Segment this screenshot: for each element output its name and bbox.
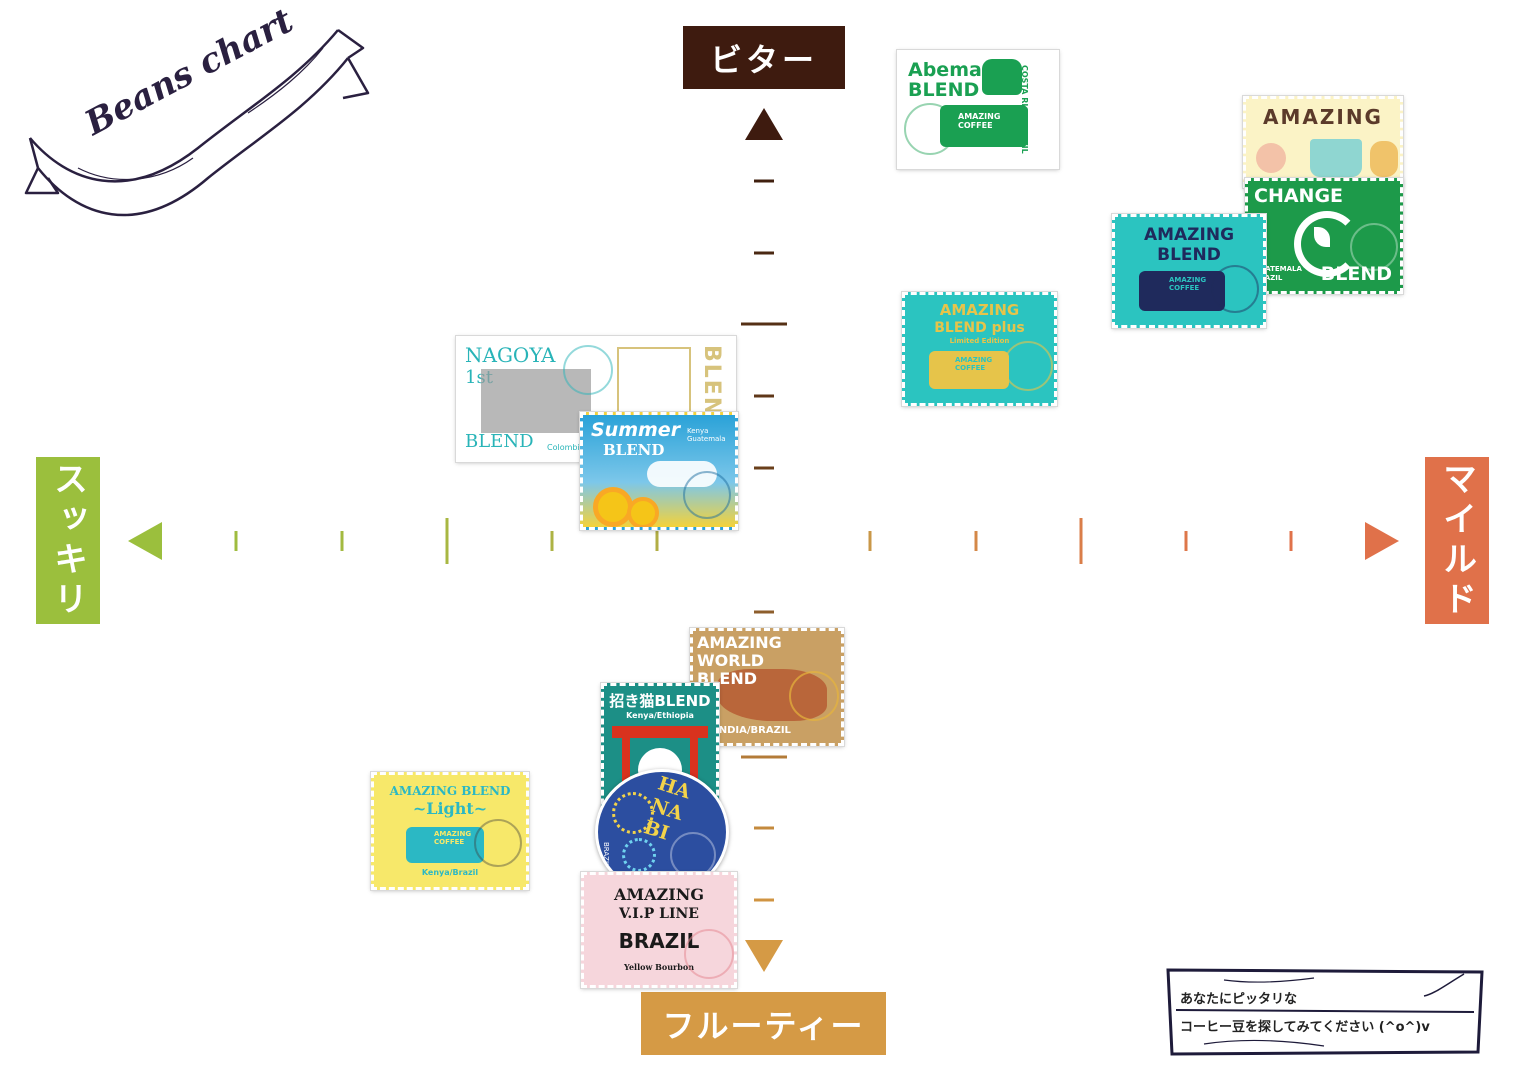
stamp-maneki-title: 招き猫BLEND — [609, 692, 711, 710]
torii-pillar-icon — [690, 736, 698, 786]
dog-icon — [982, 59, 1022, 95]
stamp-plus-title1: AMAZING — [939, 301, 1020, 319]
postmark-icon — [904, 103, 956, 155]
stamp-vip-origin: Yellow Bourbon — [623, 962, 695, 972]
stamp-light-title1: AMAZING BLEND — [389, 784, 511, 798]
axis-label-clean: スッキリ — [36, 457, 100, 624]
stamp-change-blend[interactable]: CHANGE GUATEMALA BRAZIL BLEND — [1244, 177, 1404, 295]
postmark-icon — [1003, 341, 1053, 391]
stamp-amazing-blend[interactable]: AMAZING BLEND AMAZING COFFEE — [1111, 213, 1267, 329]
note-line-1: あなたにピッタリな — [1180, 992, 1298, 1007]
postmark-icon — [1211, 265, 1259, 313]
mug-icon — [1310, 139, 1362, 177]
stamp-amazing-vip-line[interactable]: AMAZING V.I.P LINE BRAZIL Yellow Bourbon — [580, 871, 738, 989]
stamp-world-title2: WORLD — [697, 651, 765, 670]
postmark-icon — [1350, 223, 1398, 271]
stamp-change-origin2: BRAZIL — [1254, 274, 1283, 282]
stamp-summer-title2: BLEND — [603, 441, 665, 459]
hand-icon — [1370, 141, 1398, 177]
stamp-maneki-origin: Kenya/Ethiopia — [626, 711, 694, 720]
stamp-abema-title1: Abema — [908, 59, 982, 81]
stamp-world-title1: AMAZING — [697, 633, 782, 652]
stamp-nagoya-side: BLEN — [699, 345, 724, 418]
stamp-hanabi-origin: BRAZIL — [602, 842, 610, 867]
stamp-world-origin: INDIA/BRAZIL — [715, 725, 791, 736]
axis-label-fruity: フルーティー — [641, 992, 886, 1055]
stamp-change-title1: CHANGE — [1254, 185, 1344, 207]
up-arrow-icon — [745, 108, 783, 140]
stamp-light-title2: ~Light~ — [412, 799, 488, 818]
axis-label-fruity-text: フルーティー — [662, 1006, 865, 1045]
axis-label-clean-text: スッキリ — [47, 460, 88, 621]
truck-icon — [406, 827, 484, 863]
stamp-amazing-blend-title2: BLEND — [1157, 245, 1221, 265]
stamp-plus-title2: BLEND plus — [934, 320, 1025, 336]
truck-icon — [929, 351, 1009, 389]
stamp-nagoya-title1: NAGOYA — [465, 343, 556, 367]
postmark-icon — [789, 671, 839, 721]
stamp-nagoya-title3: BLEND — [465, 431, 534, 452]
stamp-abema-origin: COSTA RICA/BRAZIL — [1020, 65, 1029, 154]
down-arrow-icon — [745, 940, 783, 972]
note-line-2: コーヒー豆を探してみてください (^o^)v — [1180, 1020, 1430, 1035]
stamp-abema-title2: BLEND — [908, 79, 980, 101]
stamp-amazing-top[interactable]: AMAZING — [1242, 95, 1404, 189]
sunflower-icon — [627, 497, 659, 527]
stamp-summer-title1: Summer — [591, 419, 681, 441]
firework-icon — [612, 792, 654, 834]
postmark-icon — [563, 345, 613, 395]
stamp-summer-blend[interactable]: Summer BLEND Kenya Guatemala — [579, 411, 739, 531]
postmark-icon — [683, 471, 731, 519]
recycle-arrow-icon — [1294, 211, 1360, 277]
axis-label-bitter-text: ビター — [709, 40, 818, 79]
stamp-amazing-blend-plus[interactable]: AMAZING BLEND plus Limited Edition AMAZI… — [901, 291, 1058, 407]
horizontal-ticks — [234, 518, 1293, 564]
stamp-vip-title1: AMAZING — [614, 885, 704, 904]
stamp-light-origin: Kenya/Brazil — [421, 868, 479, 877]
stamp-abema-blend[interactable]: Abema BLEND AMAZING COFFEE COSTA RICA/BR… — [896, 49, 1060, 170]
stamp-amazing-blend-logo: AMAZING COFFEE — [1169, 276, 1207, 292]
stamp-amazing-blend-title1: AMAZING — [1143, 225, 1235, 245]
right-arrow-icon — [1365, 522, 1399, 560]
postmark-icon — [684, 929, 734, 979]
left-arrow-icon — [128, 522, 162, 560]
ribbon-icon — [24, 28, 370, 217]
axis-label-mild-text: マイルド — [1436, 460, 1477, 621]
note-board: あなたにピッタリな コーヒー豆を探してみてください (^o^)v — [1164, 966, 1488, 1058]
leaf-icon — [1314, 227, 1330, 247]
torii-pillar-icon — [622, 736, 630, 786]
wood-board-icon — [1166, 968, 1484, 1056]
axis-label-bitter: ビター — [683, 26, 845, 89]
stamp-change-origin1: GUATEMALA — [1254, 265, 1302, 273]
building-icon — [617, 347, 691, 421]
postmark-icon — [474, 819, 522, 867]
stamp-abema-logo: AMAZING COFFEE — [958, 112, 1001, 130]
stamp-world-title3: BLEND — [697, 669, 757, 688]
stamp-plus-edition: Limited Edition — [949, 337, 1010, 345]
stamp-nagoya-origin: Colombia — [547, 443, 585, 452]
stamp-vip-title3: BRAZIL — [618, 929, 700, 953]
stamp-amazing-top-title: AMAZING — [1263, 105, 1383, 129]
title-banner: Beans chart — [18, 1, 378, 238]
cup-icon — [1256, 143, 1286, 173]
stamp-summer-origin: Kenya Guatemala — [687, 427, 726, 444]
stamp-vip-title2: V.I.P LINE — [619, 906, 699, 922]
axis-label-mild: マイルド — [1425, 457, 1489, 624]
firework-icon — [622, 838, 656, 872]
stamp-light-logo: AMAZING COFFEE — [434, 830, 472, 846]
torii-icon — [612, 726, 708, 738]
truck-icon — [1139, 271, 1225, 311]
stamp-amazing-blend-light[interactable]: AMAZING BLEND ~Light~ AMAZING COFFEE Ken… — [370, 771, 530, 891]
stamp-plus-logo: AMAZING COFFEE — [955, 356, 993, 372]
